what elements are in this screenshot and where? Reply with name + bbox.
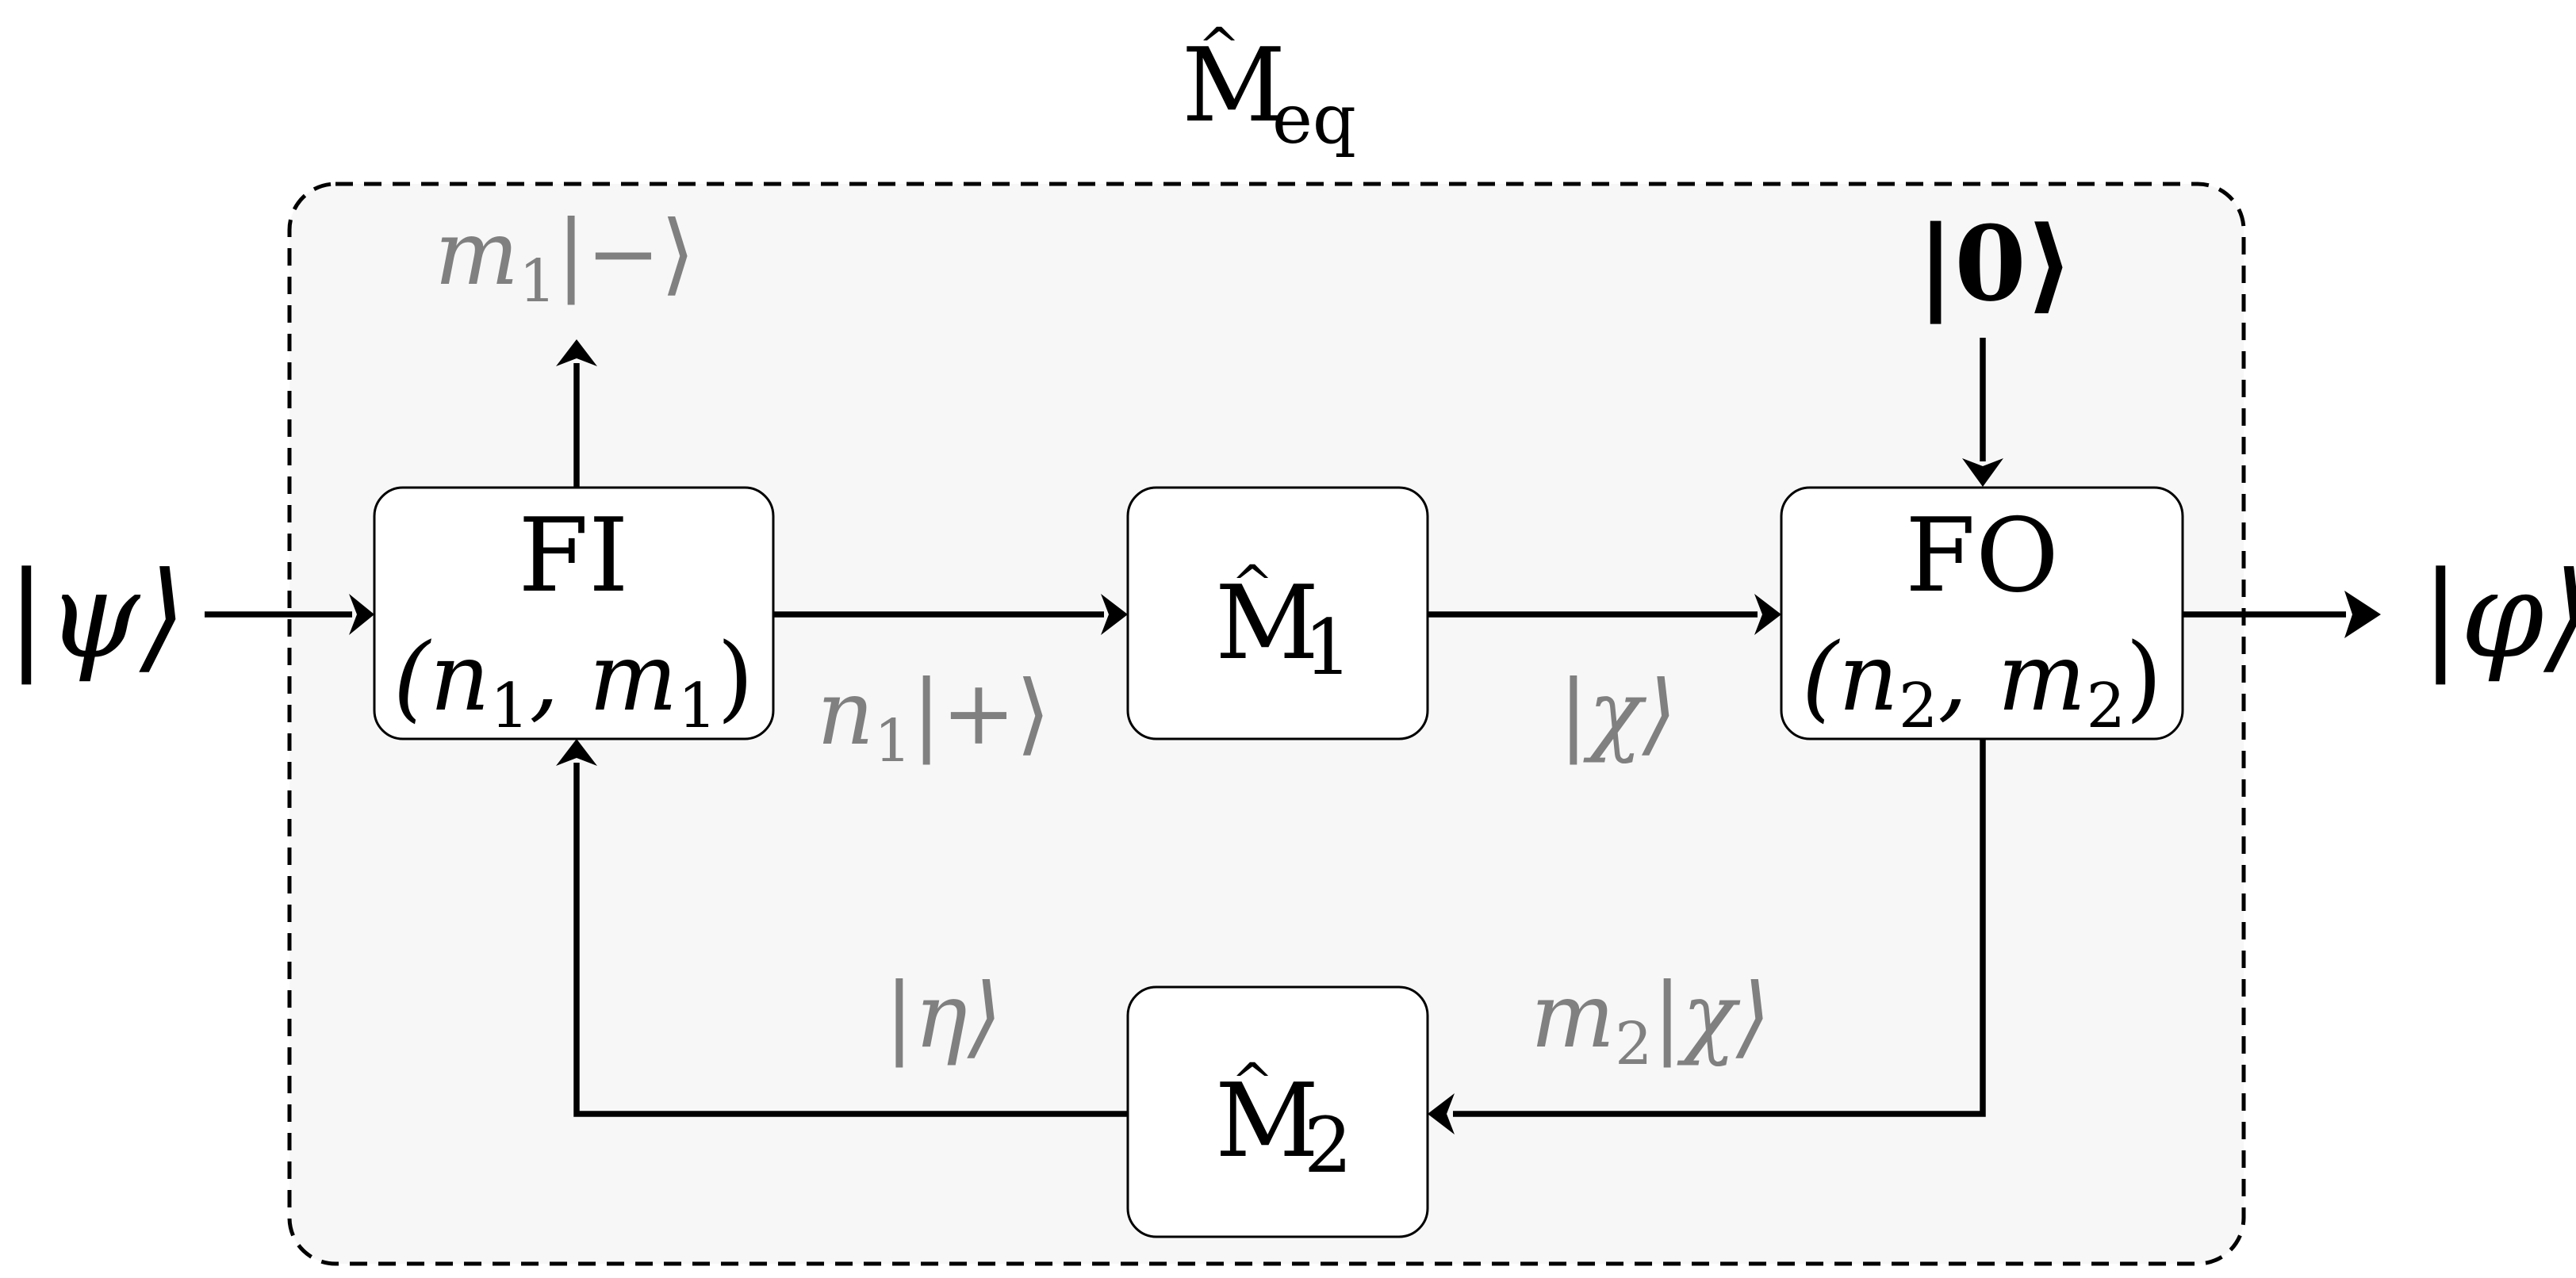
discard-arrowhead (556, 339, 597, 366)
fo-box[interactable] (1780, 486, 2184, 740)
equivalent-symbol: M (1182, 27, 1286, 145)
m1-hat: ^ (1231, 555, 1274, 614)
fo-params: (n2, m2) (1802, 622, 2162, 742)
equivalent-block-title: M ^ eq (1182, 17, 1356, 159)
m1-subscript: 1 (1304, 603, 1352, 692)
m1-to-fo-label: |χ⟩ (1558, 662, 1677, 765)
m2-hat: ^ (1231, 1053, 1274, 1112)
ancilla-arrowhead (1962, 458, 2003, 487)
fi-to-m1-arrowhead (1101, 594, 1128, 635)
wires (205, 338, 2381, 1135)
fo-title: FO (1905, 497, 2059, 615)
fi-to-m1-label: n1|+⟩ (817, 662, 1051, 775)
m2-symbol: M (1215, 1062, 1319, 1180)
discard-label: m1|−⟩ (435, 202, 696, 316)
input-arrowhead (349, 594, 374, 635)
m1-symbol: M (1215, 564, 1319, 683)
fo-to-m2-label: m2|χ⟩ (1531, 965, 1771, 1078)
m2-block[interactable]: M ^ 2 (1126, 985, 1429, 1238)
m1-box[interactable] (1126, 486, 1429, 740)
output-arrowhead (2344, 591, 2381, 638)
m2-to-fi-arrowhead (556, 739, 597, 766)
fo-to-m2-wire (1453, 739, 1986, 1117)
m1-to-fo-arrowhead (1754, 594, 1781, 635)
m2-subscript: 2 (1304, 1101, 1352, 1190)
fi-block[interactable]: FI (n1, m1) (373, 486, 775, 742)
fo-to-m2-arrowhead (1428, 1093, 1455, 1135)
fi-box[interactable] (373, 486, 775, 740)
input-state-label: |ψ⟩ (6, 547, 186, 685)
fo-block[interactable]: FO (n2, m2) (1780, 486, 2184, 742)
m1-block[interactable]: M ^ 1 (1126, 486, 1429, 740)
equivalent-subscript: eq (1272, 80, 1356, 159)
m2-to-fi-label: |η⟩ (884, 965, 1002, 1068)
equivalent-hat: ^ (1198, 17, 1240, 76)
fi-params: (n1, m1) (393, 622, 753, 742)
output-state-label: |φ⟩ (2421, 547, 2576, 685)
m2-box[interactable] (1126, 985, 1429, 1238)
fi-title: FI (518, 497, 628, 615)
m2-to-fi-wire (573, 763, 1128, 1117)
ancilla-state-label: |0⟩ (1917, 203, 2073, 324)
